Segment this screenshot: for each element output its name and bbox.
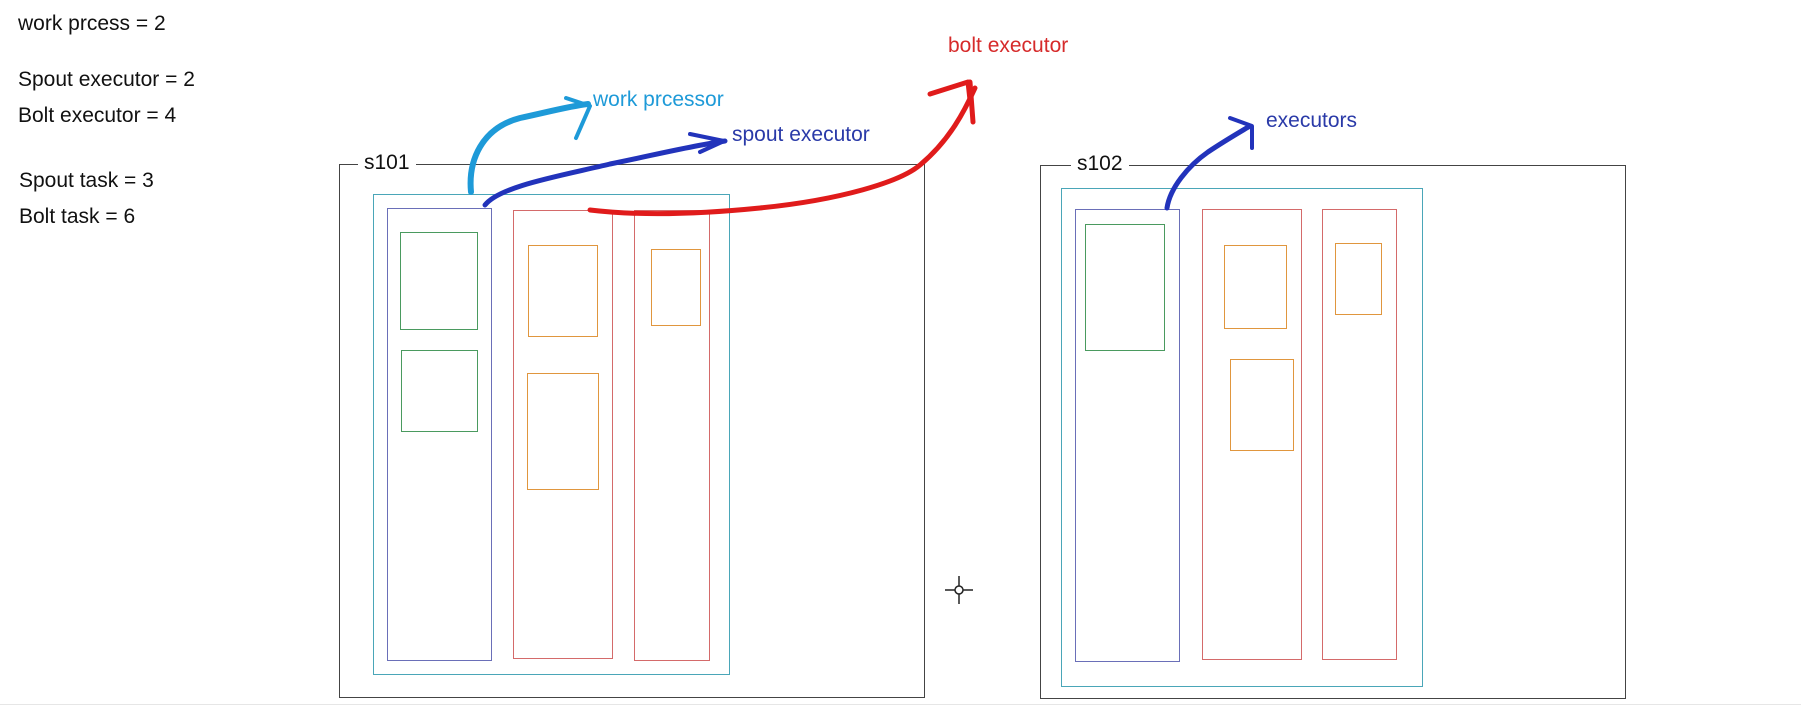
bolt-task-s101-3 xyxy=(651,249,701,326)
stat-work-process: work prcess = 2 xyxy=(18,12,166,35)
label-spout-executor: spout executor xyxy=(732,123,870,146)
server-s102-title: s102 xyxy=(1071,153,1129,174)
stat-bolt-executor: Bolt executor = 4 xyxy=(18,104,177,127)
bolt-task-s102-2 xyxy=(1230,359,1294,451)
bolt-task-s102-3 xyxy=(1335,243,1382,315)
label-bolt-executor: bolt executor xyxy=(948,34,1069,57)
stat-bolt-task: Bolt task = 6 xyxy=(19,205,136,228)
bolt-executor-s101-1 xyxy=(513,210,613,659)
spout-executor-s101 xyxy=(387,208,492,661)
label-work-processor: work prcessor xyxy=(593,88,724,111)
crosshair-cursor-icon xyxy=(945,576,973,604)
work-processor-arrowhead xyxy=(564,96,592,140)
server-s102: s102 xyxy=(1040,153,1626,699)
bolt-executor-arrowhead xyxy=(927,79,973,103)
bottom-divider xyxy=(0,704,1801,705)
spout-task-s101-1 xyxy=(400,232,478,330)
executors-arrowhead xyxy=(1228,116,1254,150)
stat-spout-task: Spout task = 3 xyxy=(19,169,154,192)
bolt-task-s101-2 xyxy=(527,373,599,490)
bolt-task-s102-1 xyxy=(1224,245,1287,329)
server-s101-title: s101 xyxy=(358,152,416,173)
bolt-task-s101-1 xyxy=(528,245,598,337)
stat-spout-executor: Spout executor = 2 xyxy=(18,68,195,91)
spout-task-s102-1 xyxy=(1085,224,1165,351)
spout-executor-s102 xyxy=(1075,209,1180,662)
bolt-executor-s102-2 xyxy=(1322,209,1397,660)
label-executors: executors xyxy=(1266,109,1358,132)
spout-executor-arrowhead xyxy=(688,132,726,154)
spout-task-s101-2 xyxy=(401,350,478,432)
